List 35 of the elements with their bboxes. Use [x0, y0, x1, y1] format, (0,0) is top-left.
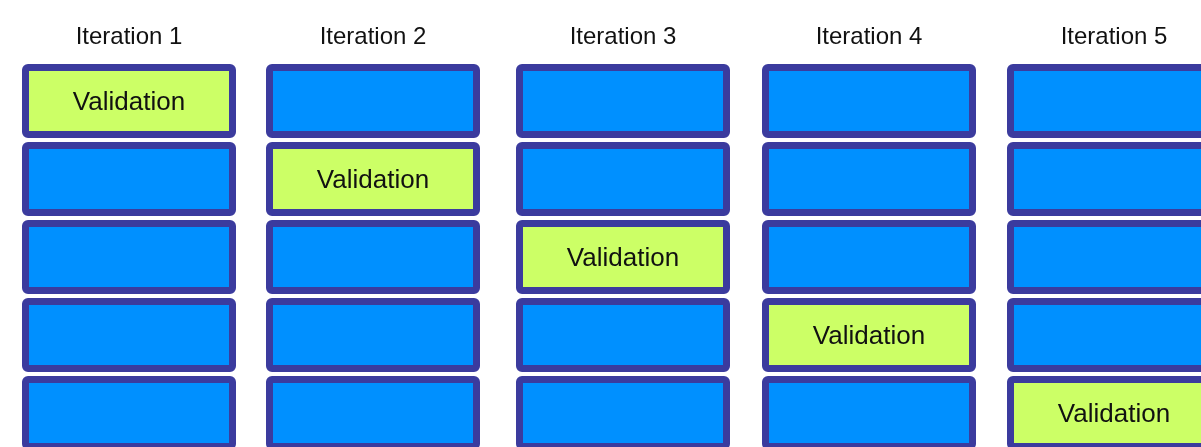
training-fold-box: [516, 64, 730, 138]
fold-label: Validation: [566, 241, 680, 273]
column-heading: Iteration 1: [74, 22, 184, 50]
column-heading: Iteration 2: [318, 22, 428, 50]
training-fold-box: [1007, 220, 1201, 294]
fold-label: Validation: [72, 85, 186, 117]
fold-label: Validation: [316, 163, 430, 195]
training-fold-box: [22, 220, 236, 294]
training-fold-box: [1007, 64, 1201, 138]
column-heading: Iteration 3: [568, 22, 678, 50]
validation-fold-box: [516, 220, 730, 294]
training-fold-box: [22, 142, 236, 216]
validation-fold-box: [266, 142, 480, 216]
training-fold-box: [266, 220, 480, 294]
fold-label: Validation: [1057, 397, 1171, 429]
column-heading: Iteration 5: [1059, 22, 1169, 50]
training-fold-box: [762, 376, 976, 447]
column-heading: Iteration 4: [814, 22, 924, 50]
training-fold-box: [762, 64, 976, 138]
training-fold-box: [22, 376, 236, 447]
training-fold-box: [1007, 142, 1201, 216]
training-fold-box: [762, 142, 976, 216]
training-fold-box: [22, 298, 236, 372]
training-fold-box: [266, 298, 480, 372]
training-fold-box: [762, 220, 976, 294]
validation-fold-box: [762, 298, 976, 372]
training-fold-box: [516, 298, 730, 372]
training-fold-box: [516, 142, 730, 216]
training-fold-box: [516, 376, 730, 447]
validation-fold-box: [1007, 376, 1201, 447]
training-fold-box: [266, 64, 480, 138]
training-fold-box: [1007, 298, 1201, 372]
fold-label: Validation: [812, 319, 926, 351]
training-fold-box: [266, 376, 480, 447]
validation-fold-box: [22, 64, 236, 138]
